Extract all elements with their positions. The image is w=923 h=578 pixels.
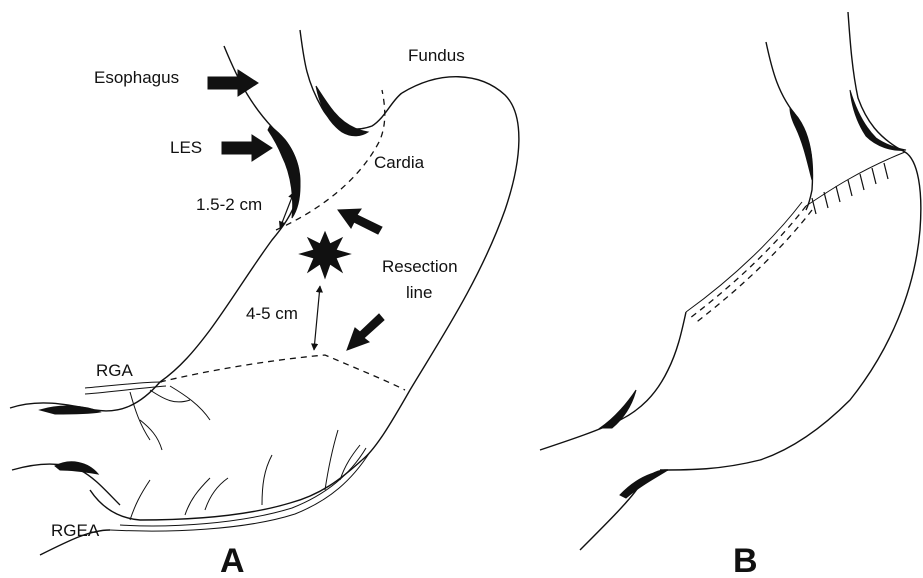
rgea-label: RGEA <box>51 521 100 540</box>
stomach-lower-double <box>120 448 366 526</box>
b-suture-line-1 <box>690 206 806 318</box>
rga-branch <box>140 420 162 450</box>
distance-mid-arrow <box>314 286 320 350</box>
rga-branch <box>150 390 190 402</box>
rgea-branch <box>262 455 272 505</box>
rgea-branch <box>185 478 210 515</box>
b-esophagus-left-wall <box>766 42 812 210</box>
les-label: LES <box>170 138 202 157</box>
rgea-branch <box>130 480 150 520</box>
panel-a: Esophagus Fundus LES Cardia 1.5-2 cm Res… <box>10 30 519 578</box>
rga-label: RGA <box>96 361 134 380</box>
pylorus-shade-lower <box>55 462 98 474</box>
duodenum-upper <box>10 382 160 411</box>
resection-arrow-lower <box>347 314 384 350</box>
distance-mid-label: 4-5 cm <box>246 304 298 323</box>
b-suture-line-2 <box>694 210 812 324</box>
b-stitches <box>812 163 888 214</box>
panel-a-label: A <box>220 542 245 578</box>
distance-top-label: 1.5-2 cm <box>196 195 262 214</box>
esophagus-label: Esophagus <box>94 68 179 87</box>
b-duodenum-lower <box>580 470 668 550</box>
panel-b-label: B <box>733 542 758 578</box>
rga-branch <box>130 392 150 440</box>
resection-line-label-1: Resection <box>382 257 458 276</box>
b-pylorus-shade-lower <box>620 470 668 498</box>
resection-line-label-2: line <box>406 283 432 302</box>
b-suture-line-3 <box>686 202 802 312</box>
esophagus-left-wall <box>160 46 300 382</box>
rgea-branch <box>205 478 228 510</box>
esophagus-right-wall <box>300 30 402 129</box>
les-arrow <box>222 135 272 161</box>
rgea-branch <box>340 445 360 480</box>
b-pylorus-shade-upper <box>600 390 636 428</box>
lesion-star-icon <box>300 232 350 278</box>
cardia-label: Cardia <box>374 153 425 172</box>
b-stomach-outer <box>660 152 921 470</box>
b-esophagus-right-wall <box>848 12 905 152</box>
b-stitch-line <box>806 152 905 206</box>
b-muscle-left <box>790 108 812 180</box>
stomach-lower-outline <box>90 460 362 520</box>
rga-branch <box>170 386 210 420</box>
pylorus-shade-upper <box>40 406 100 414</box>
resection-arrow-upper <box>338 209 382 234</box>
les-muscle-shade <box>268 126 300 218</box>
fundus-label: Fundus <box>408 46 465 65</box>
esophagus-arrow <box>208 70 258 96</box>
resection-dashed-line <box>160 355 405 390</box>
panel-b: B <box>540 12 921 578</box>
